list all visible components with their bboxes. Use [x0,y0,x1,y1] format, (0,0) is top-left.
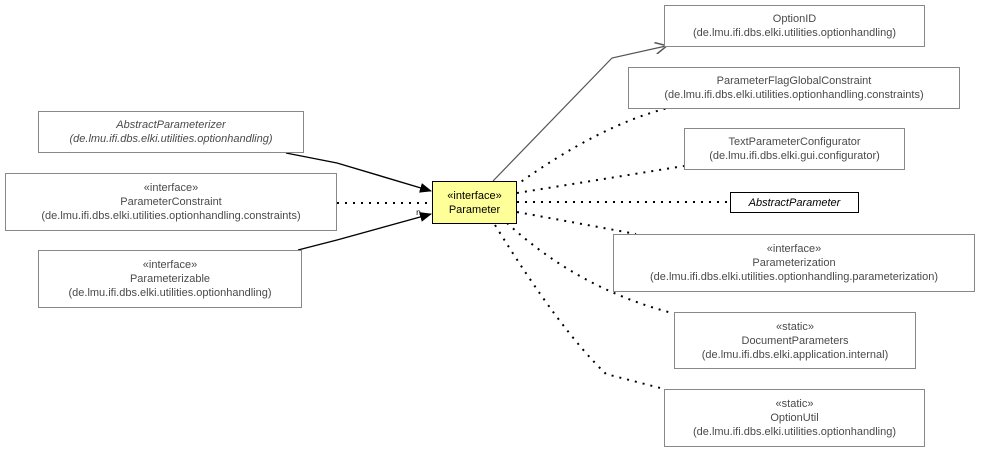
edge-parameterizable-parameter [297,212,432,251]
node-option-id-package: (de.lmu.ifi.dbs.elki.utilities.optionhan… [693,27,896,39]
node-abstract-parameter-name: AbstractParameter [748,196,841,209]
node-flag-constraint-package: (de.lmu.ifi.dbs.elki.utilities.optionhan… [664,89,924,101]
node-option-util-stereotype: «static» [775,398,814,410]
node-document-parameters[interactable]: «static» DocumentParameters (de.lmu.ifi.… [674,312,916,369]
node-parameterizable-package: (de.lmu.ifi.dbs.elki.utilities.optionhan… [68,287,272,299]
edge-parameter-parameterization [516,211,637,235]
node-text-configurator-package: (de.lmu.ifi.dbs.elki.gui.configurator) [709,150,880,162]
node-parameter-stereotype: «interface» [447,189,502,202]
node-parameter[interactable]: «interface» Parameter [432,181,517,224]
node-parameter-constraint-name: ParameterConstraint [120,196,222,208]
node-text-configurator[interactable]: TextParameterConfigurator (de.lmu.ifi.db… [684,128,905,170]
node-option-util-name: OptionUtil [770,412,819,424]
node-parameterization-stereotype: «interface» [766,243,822,255]
edge-parameter-flagconstraint [514,107,669,187]
node-parameterization-name: Parameterization [752,257,836,269]
node-parameterizable-stereotype: «interface» [142,259,198,271]
node-abstract-parameter[interactable]: AbstractParameter [730,192,859,213]
node-parameterization[interactable]: «interface» Parameterization (de.lmu.ifi… [613,234,975,292]
node-flag-constraint[interactable]: ParameterFlagGlobalConstraint (de.lmu.if… [628,67,960,109]
node-option-util-package: (de.lmu.ifi.dbs.elki.utilities.optionhan… [693,426,896,438]
edge-abstractparameterizer-parameter [285,152,432,193]
node-abstract-parameterizer[interactable]: AbstractParameterizer (de.lmu.ifi.dbs.el… [38,111,304,153]
edge-parameter-optionid [492,46,666,182]
node-parameterization-package: (de.lmu.ifi.dbs.elki.utilities.optionhan… [650,271,938,283]
node-option-util[interactable]: «static» OptionUtil (de.lmu.ifi.dbs.elki… [664,389,925,447]
node-document-parameters-name: DocumentParameters [741,334,849,347]
node-option-id[interactable]: OptionID (de.lmu.ifi.dbs.elki.utilities.… [664,5,925,47]
node-document-parameters-stereotype: «static» [776,320,814,333]
node-parameter-constraint-stereotype: «interface» [143,182,199,194]
edge-label-n: n [416,208,421,217]
node-abstract-parameterizer-package: (de.lmu.ifi.dbs.elki.utilities.optionhan… [69,133,273,145]
node-abstract-parameterizer-name: AbstractParameterizer [116,119,226,131]
edge-parameter-textconfigurator [516,165,685,194]
node-option-id-name: OptionID [772,13,817,25]
node-text-configurator-name: TextParameterConfigurator [728,136,861,148]
node-parameterizable-name: Parameterizable [129,273,211,285]
edge-parameter-documentparameters [506,222,677,315]
node-parameterizable[interactable]: «interface» Parameterizable (de.lmu.ifi.… [38,250,302,308]
node-parameter-constraint-package: (de.lmu.ifi.dbs.elki.utilities.optionhan… [41,210,301,222]
node-parameter-name: Parameter [448,203,501,216]
node-document-parameters-package: (de.lmu.ifi.dbs.elki.application.interna… [701,348,889,361]
node-parameter-constraint[interactable]: «interface» ParameterConstraint (de.lmu.… [5,173,337,231]
node-flag-constraint-name: ParameterFlagGlobalConstraint [716,75,872,87]
